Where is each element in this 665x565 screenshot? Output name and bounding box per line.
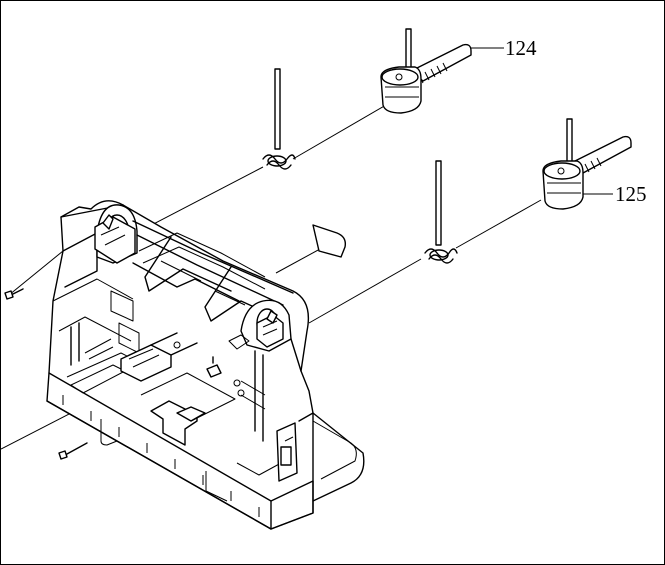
callout-124: 124 [505,36,537,60]
screw-left [4,288,24,300]
screw-bottom [58,442,88,460]
main-housing [46,200,365,530]
spring-pin-lower [424,160,458,264]
part-124-actuator: 124 [380,28,537,114]
part-125-actuator: 125 [542,118,647,210]
spring-pin-upper [262,68,296,170]
separated-plate [312,224,347,258]
callout-125: 125 [615,182,647,206]
